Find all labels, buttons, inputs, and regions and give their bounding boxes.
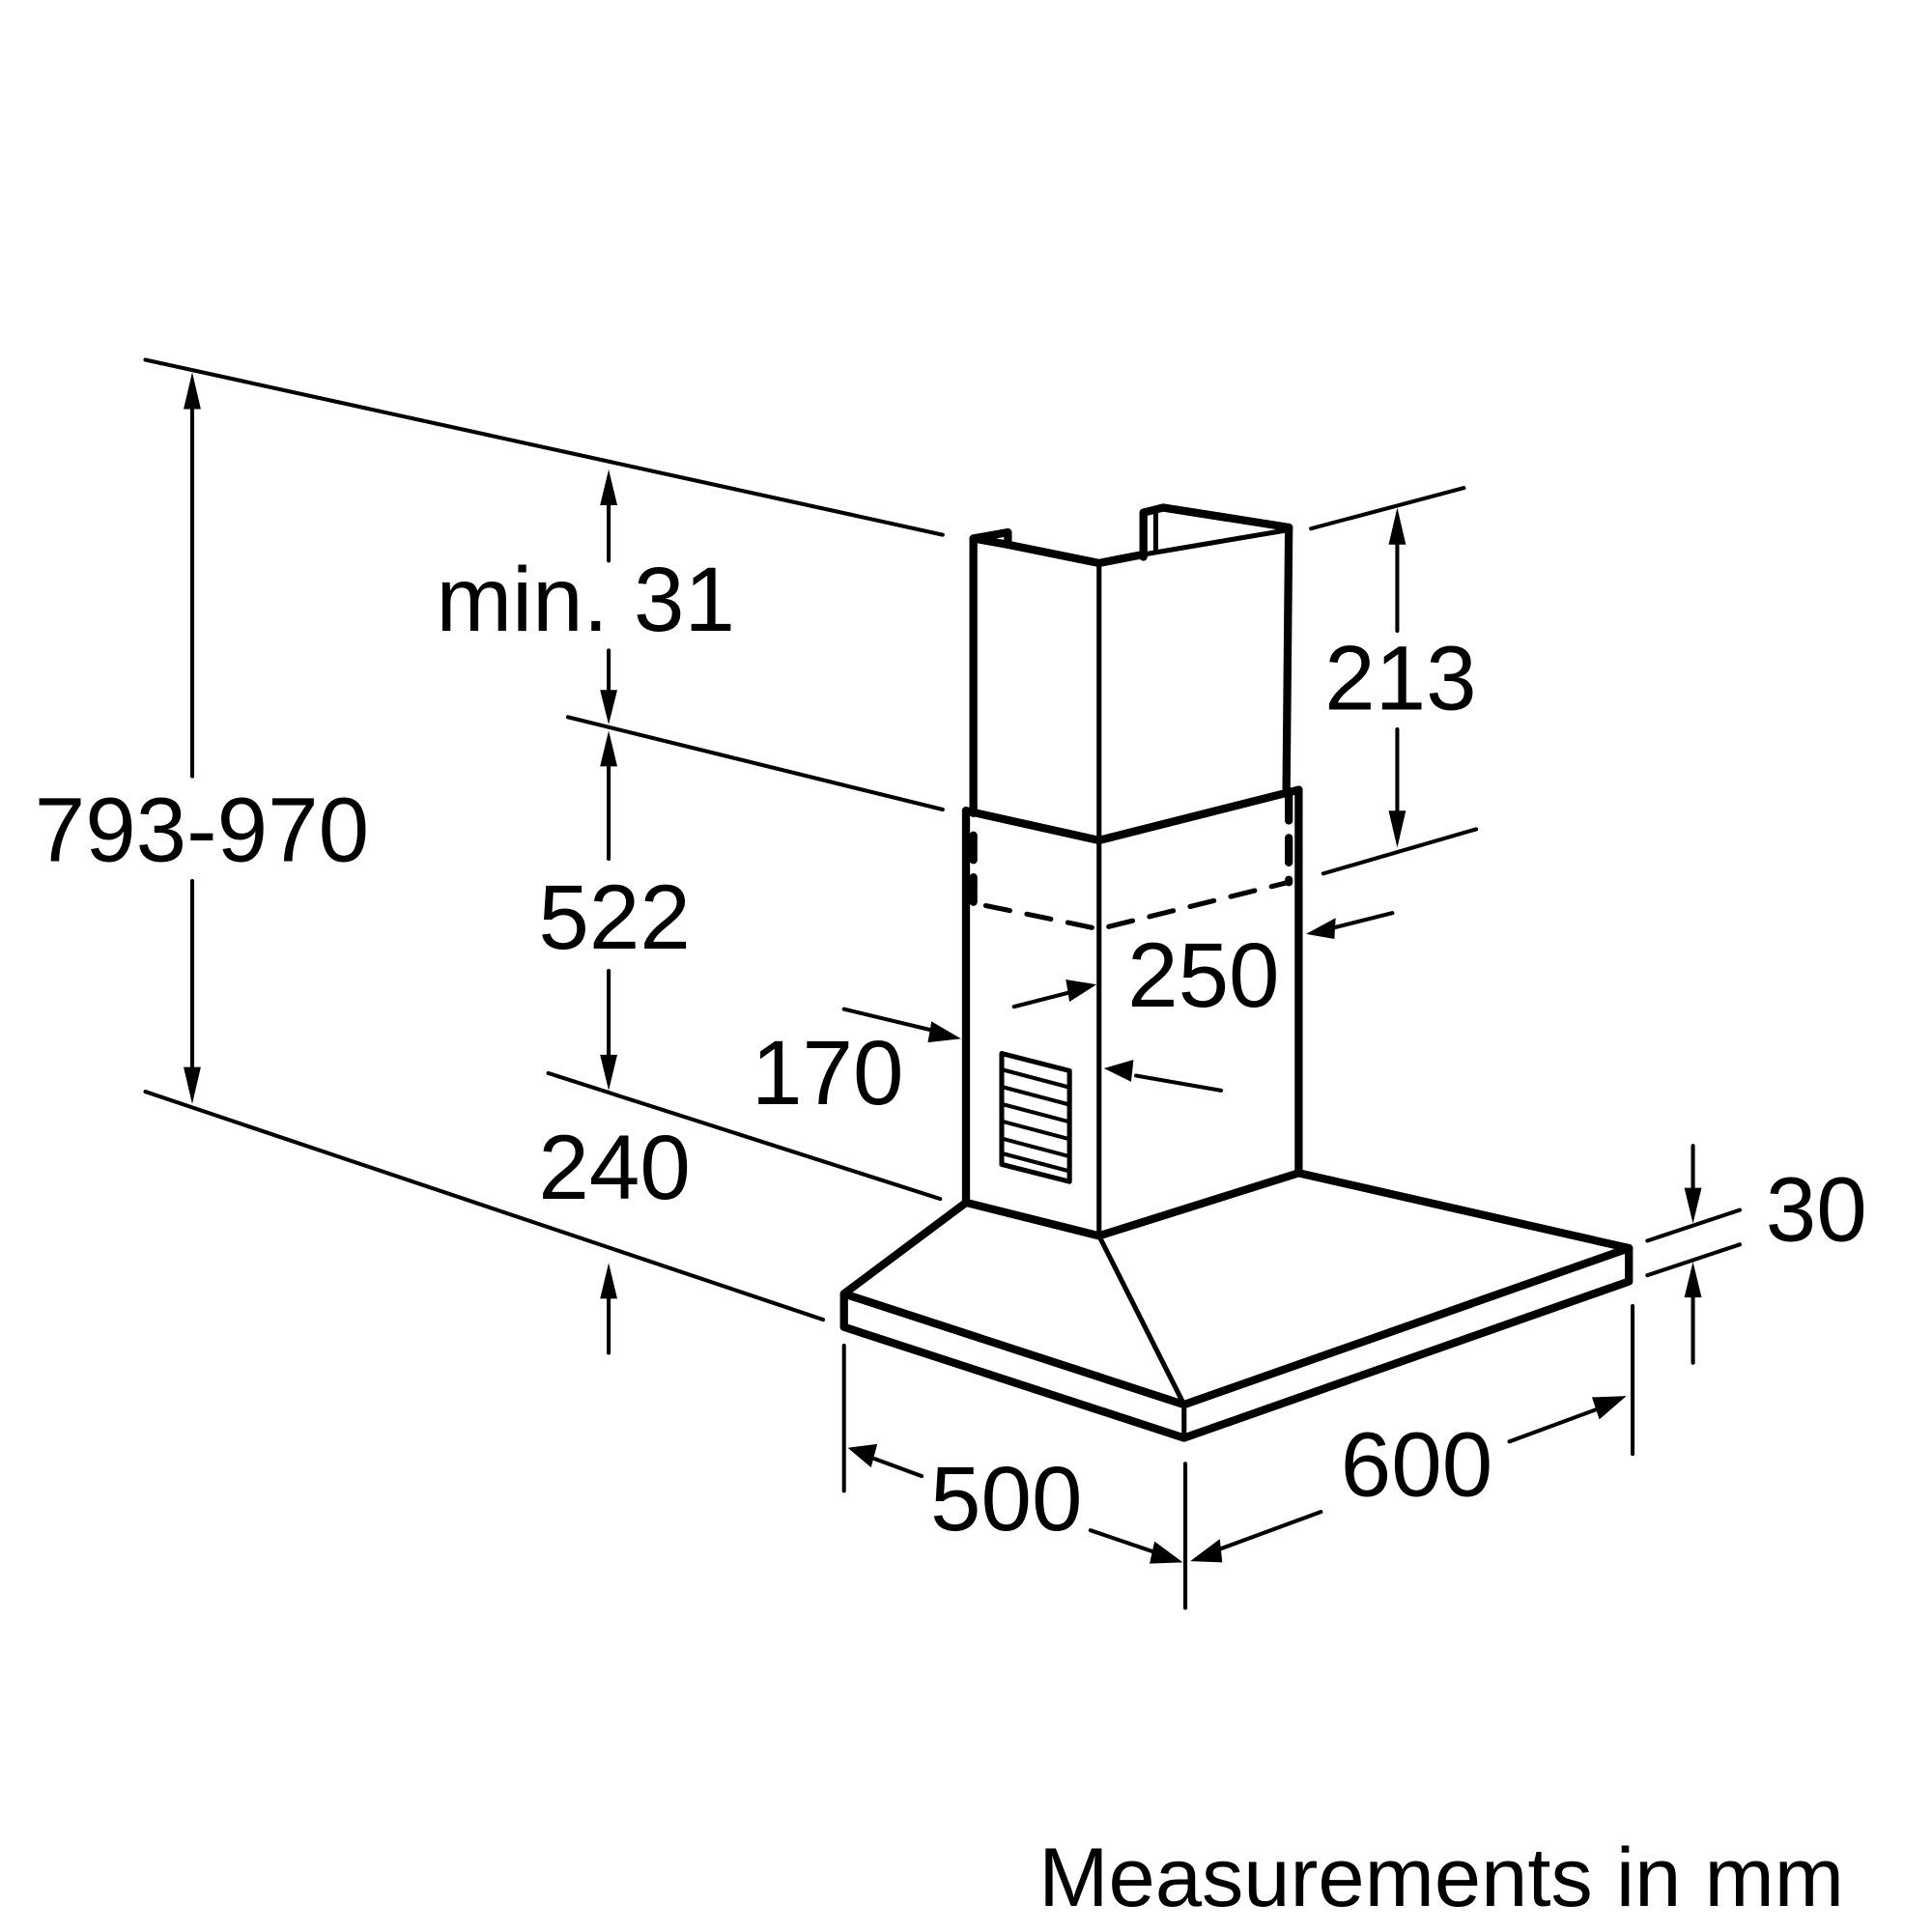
label-top-clearance: min. 31 — [437, 550, 735, 651]
label-canopy-thickness: 30 — [1766, 1159, 1867, 1261]
dimension-arrows — [184, 372, 1702, 1564]
label-chimney-section: 522 — [538, 867, 690, 969]
upper-chimney — [969, 503, 1293, 844]
units-note: Measurements in mm — [1038, 1831, 1844, 1924]
label-total-height: 793-970 — [35, 781, 369, 882]
label-upper-chimney-height: 213 — [1324, 629, 1476, 730]
label-canopy-height: 240 — [538, 1118, 690, 1219]
label-canopy-width: 600 — [1341, 1414, 1492, 1516]
label-canopy-depth: 500 — [930, 1449, 1082, 1550]
label-chimney-depth: 170 — [752, 1023, 903, 1124]
label-chimney-width: 250 — [1127, 925, 1279, 1027]
lower-chimney — [961, 785, 1303, 1238]
vent-grille-icon — [999, 1051, 1072, 1184]
canopy — [839, 1169, 1634, 1442]
extension-lines — [143, 357, 1743, 1610]
